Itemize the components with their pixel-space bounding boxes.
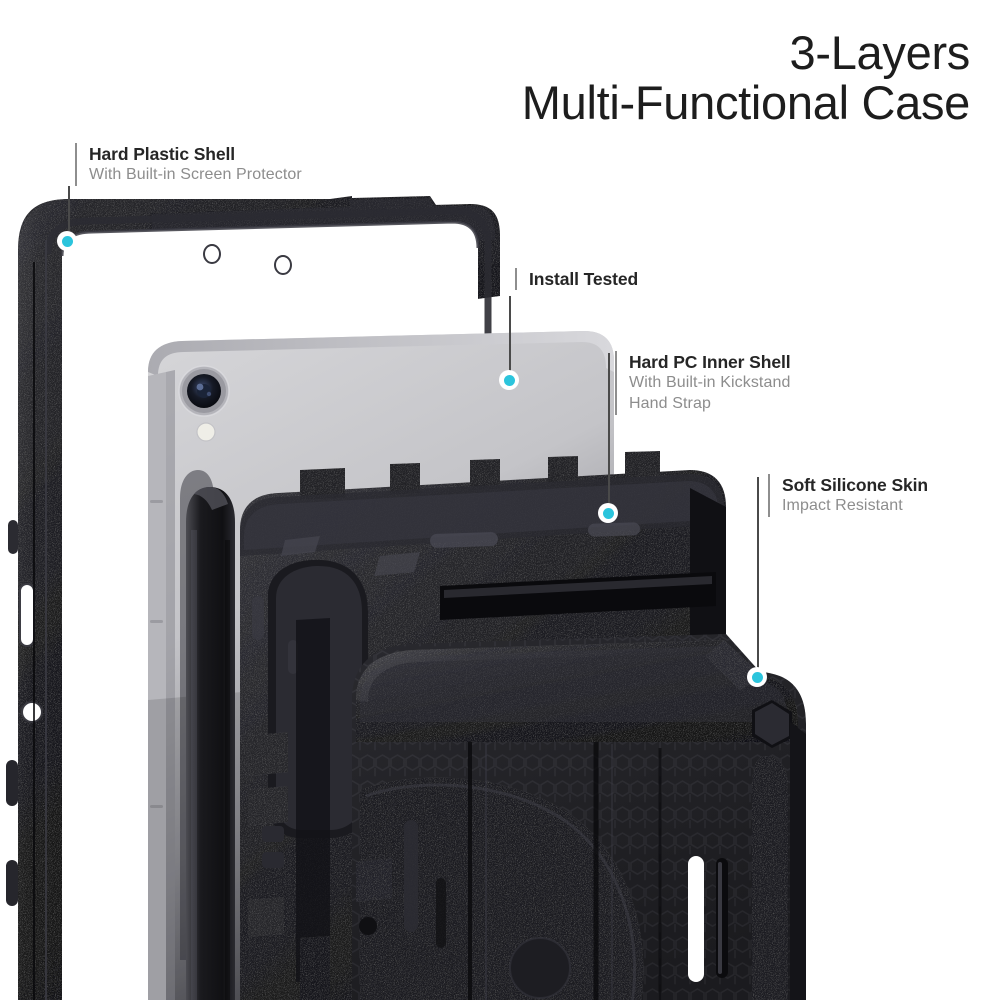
product-detail-bits [262,826,330,1000]
page-title: 3-Layers Multi-Functional Case [521,26,971,129]
callout-subtitle-2: Hand Strap [629,395,711,413]
leader-dot-install-tested [499,370,519,390]
part-stylus [186,487,235,1000]
callout-title: Hard Plastic Shell [89,144,236,164]
leader-line-install-tested [509,296,511,374]
leader-dot-hard-pc-inner-shell [598,503,618,523]
leader-dot-soft-silicone-skin [747,667,767,687]
leader-line-hard-plastic-shell [68,186,70,240]
layer-soft-silicone-skin [352,634,806,1000]
title-line-2: Multi-Functional Case [521,75,971,129]
callout-title: Soft Silicone Skin [782,475,929,495]
title-line-1: 3-Layers [789,26,971,79]
callout-title: Install Tested [529,269,639,289]
leader-dot-hard-plastic-shell [57,231,77,251]
callout-title: Hard PC Inner Shell [629,352,791,372]
callout-hard-pc-inner-shell: Hard PC Inner Shell With Built-in Kickst… [615,351,791,415]
callout-subtitle-1: With Built-in Kickstand [629,374,791,392]
callout-subtitle: Impact Resistant [782,497,903,515]
leader-line-hard-pc-inner-shell [608,353,610,507]
leader-line-soft-silicone-skin [757,477,759,671]
callout-soft-silicone-skin: Soft Silicone Skin Impact Resistant [768,474,929,518]
callout-hard-plastic-shell: Hard Plastic Shell With Built-in Screen … [75,143,302,187]
callout-subtitle: With Built-in Screen Protector [89,166,302,184]
callout-install-tested: Install Tested [515,268,639,291]
